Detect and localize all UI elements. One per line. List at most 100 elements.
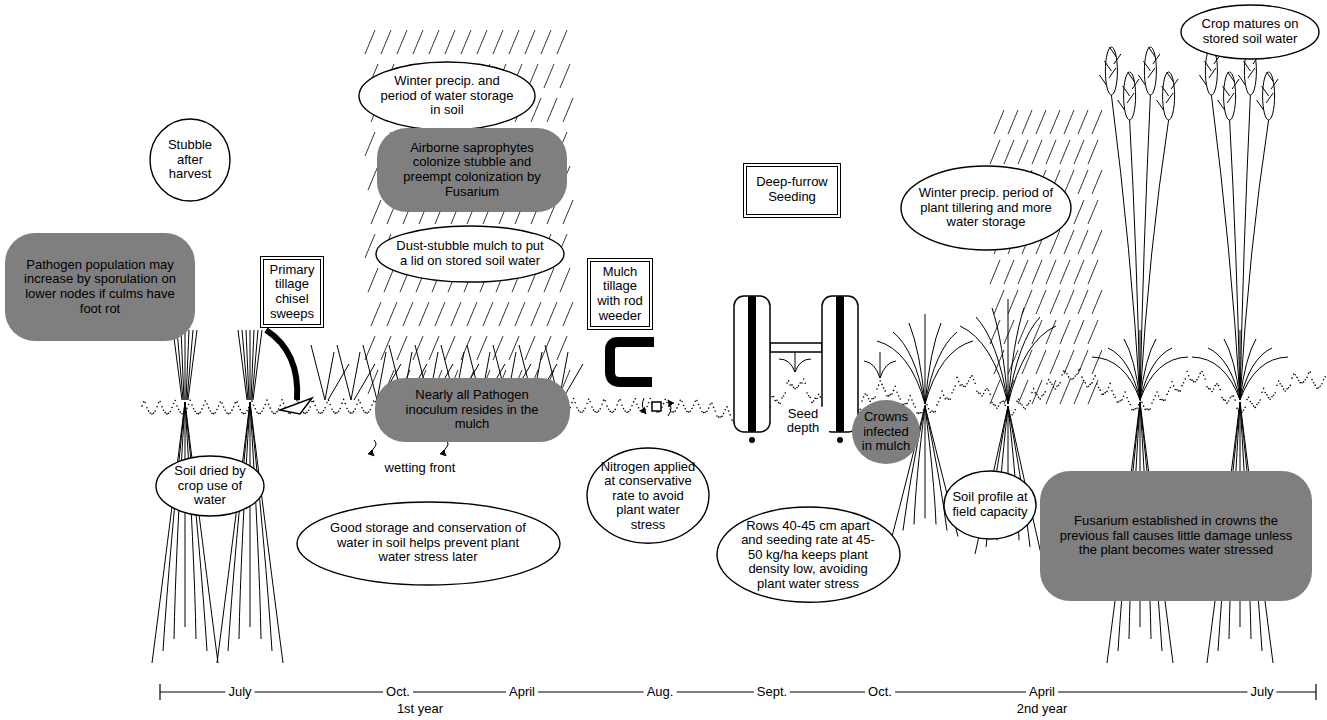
- soil-stipple: [1164, 399, 1166, 401]
- soil-stipple: [584, 407, 586, 409]
- rain-stroke: [445, 30, 455, 54]
- rain-stroke: [1022, 110, 1032, 134]
- rain-stroke: [994, 290, 1004, 314]
- soil-stipple: [708, 407, 710, 409]
- soil-stipple: [1161, 399, 1163, 401]
- soil-stipple: [1059, 382, 1061, 384]
- soil-stipple: [1256, 404, 1258, 406]
- soil-stipple: [1186, 371, 1188, 373]
- text-wrap: Rows 40-45 cm apart and seeding rate at …: [734, 519, 882, 592]
- soil-stipple: [904, 403, 906, 405]
- soil-stipple: [959, 385, 961, 387]
- soil-stipple: [586, 403, 588, 405]
- soil-stipple: [1244, 406, 1246, 408]
- soil-stipple: [649, 398, 651, 400]
- stubble: [185, 330, 186, 400]
- soil-stipple: [976, 390, 978, 392]
- soil-stipple: [1223, 399, 1225, 401]
- soil-stipple: [979, 393, 981, 395]
- soil-stipple: [1176, 389, 1178, 391]
- soil-stipple: [1079, 368, 1081, 370]
- soil-stipple: [908, 399, 910, 401]
- root: [217, 402, 250, 663]
- soil-stipple: [1056, 385, 1058, 387]
- soil-stipple: [716, 415, 718, 417]
- soil-stipple: [631, 405, 633, 407]
- soil-stipple: [246, 410, 248, 412]
- soil-stipple: [771, 396, 773, 398]
- leaf: [877, 341, 925, 404]
- rain-stroke: [1008, 290, 1018, 314]
- soil-stipple: [243, 413, 245, 415]
- soil-stipple: [588, 398, 590, 400]
- wheat-awn: [1243, 61, 1250, 71]
- soil-stipple: [1053, 386, 1055, 388]
- soil-stipple: [1033, 388, 1035, 390]
- soil-stipple: [1128, 401, 1130, 403]
- soil-stipple: [968, 380, 970, 382]
- leaf: [795, 359, 811, 372]
- soil-stipple: [949, 398, 951, 400]
- leaf: [1124, 339, 1140, 400]
- rain-stroke: [397, 30, 407, 54]
- soil-stipple: [151, 413, 153, 415]
- soil-stipple: [1153, 399, 1155, 401]
- soil-stipple: [1193, 381, 1195, 383]
- soil-stipple: [663, 403, 665, 405]
- soil-stipple: [801, 382, 803, 384]
- text-wrap: Pathogen population may increase by spor…: [21, 258, 179, 316]
- soil-stipple: [209, 410, 211, 412]
- rain-stroke: [1060, 380, 1070, 404]
- root: [185, 402, 196, 639]
- soil-stipple: [788, 380, 790, 382]
- root: [250, 402, 272, 651]
- wheat-awn: [1148, 47, 1155, 57]
- soil-stipple: [341, 403, 343, 405]
- note-ellipse: Crop matures on stored soil water: [1180, 4, 1320, 60]
- soil-stipple: [1214, 385, 1216, 387]
- soil-stipple: [1321, 383, 1323, 385]
- soil-stipple: [1106, 391, 1108, 393]
- soil-stipple: [978, 392, 980, 394]
- soil-stipple: [156, 406, 158, 408]
- note-text: Crop matures on stored soil water: [1194, 17, 1306, 46]
- note-ellipse: Soil dried by crop use of water: [155, 455, 265, 517]
- rain-stroke: [1074, 320, 1084, 344]
- soil-stipple: [946, 397, 948, 399]
- soil-stipple: [326, 402, 328, 404]
- wheat-head: [1224, 72, 1236, 120]
- soil-stipple: [793, 387, 795, 389]
- soil-stipple: [1179, 390, 1181, 392]
- rain-stroke: [563, 200, 573, 224]
- rain-stroke: [1064, 350, 1074, 374]
- soil-stipple: [593, 409, 595, 411]
- soil-stipple: [699, 407, 701, 409]
- wheat-awn: [1157, 100, 1164, 110]
- soil-stipple: [889, 394, 891, 396]
- soil-stipple: [324, 407, 326, 409]
- soil-stipple: [1038, 397, 1040, 399]
- text-wrap: Deep-furrow Seeding: [750, 175, 834, 204]
- leaf: [1140, 357, 1188, 400]
- rain-stroke: [547, 98, 557, 122]
- soil-stipple: [271, 411, 273, 413]
- soil-stipple: [1068, 376, 1070, 378]
- soil-stipple: [174, 400, 176, 402]
- soil-stipple: [1298, 380, 1300, 382]
- month-label: Oct.: [383, 685, 413, 699]
- soil-stipple: [624, 410, 626, 412]
- wheat-stem: [1240, 120, 1269, 400]
- leaf: [1240, 330, 1241, 400]
- text-wrap: Primary tillage chisel sweeps: [267, 263, 317, 321]
- soil-stipple: [573, 398, 575, 400]
- rain-stroke: [1078, 350, 1088, 374]
- soil-stipple: [1231, 395, 1233, 397]
- soil-stipple: [1211, 391, 1213, 393]
- rain-stroke: [1064, 230, 1074, 254]
- soil-stipple: [1019, 403, 1021, 405]
- wheat-head: [1144, 47, 1156, 95]
- text-wrap: Nearly all Pathogen inoculum resides in …: [391, 388, 554, 432]
- leaf: [1108, 348, 1140, 400]
- wheat-stem: [1140, 120, 1169, 400]
- leaf: [1240, 357, 1288, 400]
